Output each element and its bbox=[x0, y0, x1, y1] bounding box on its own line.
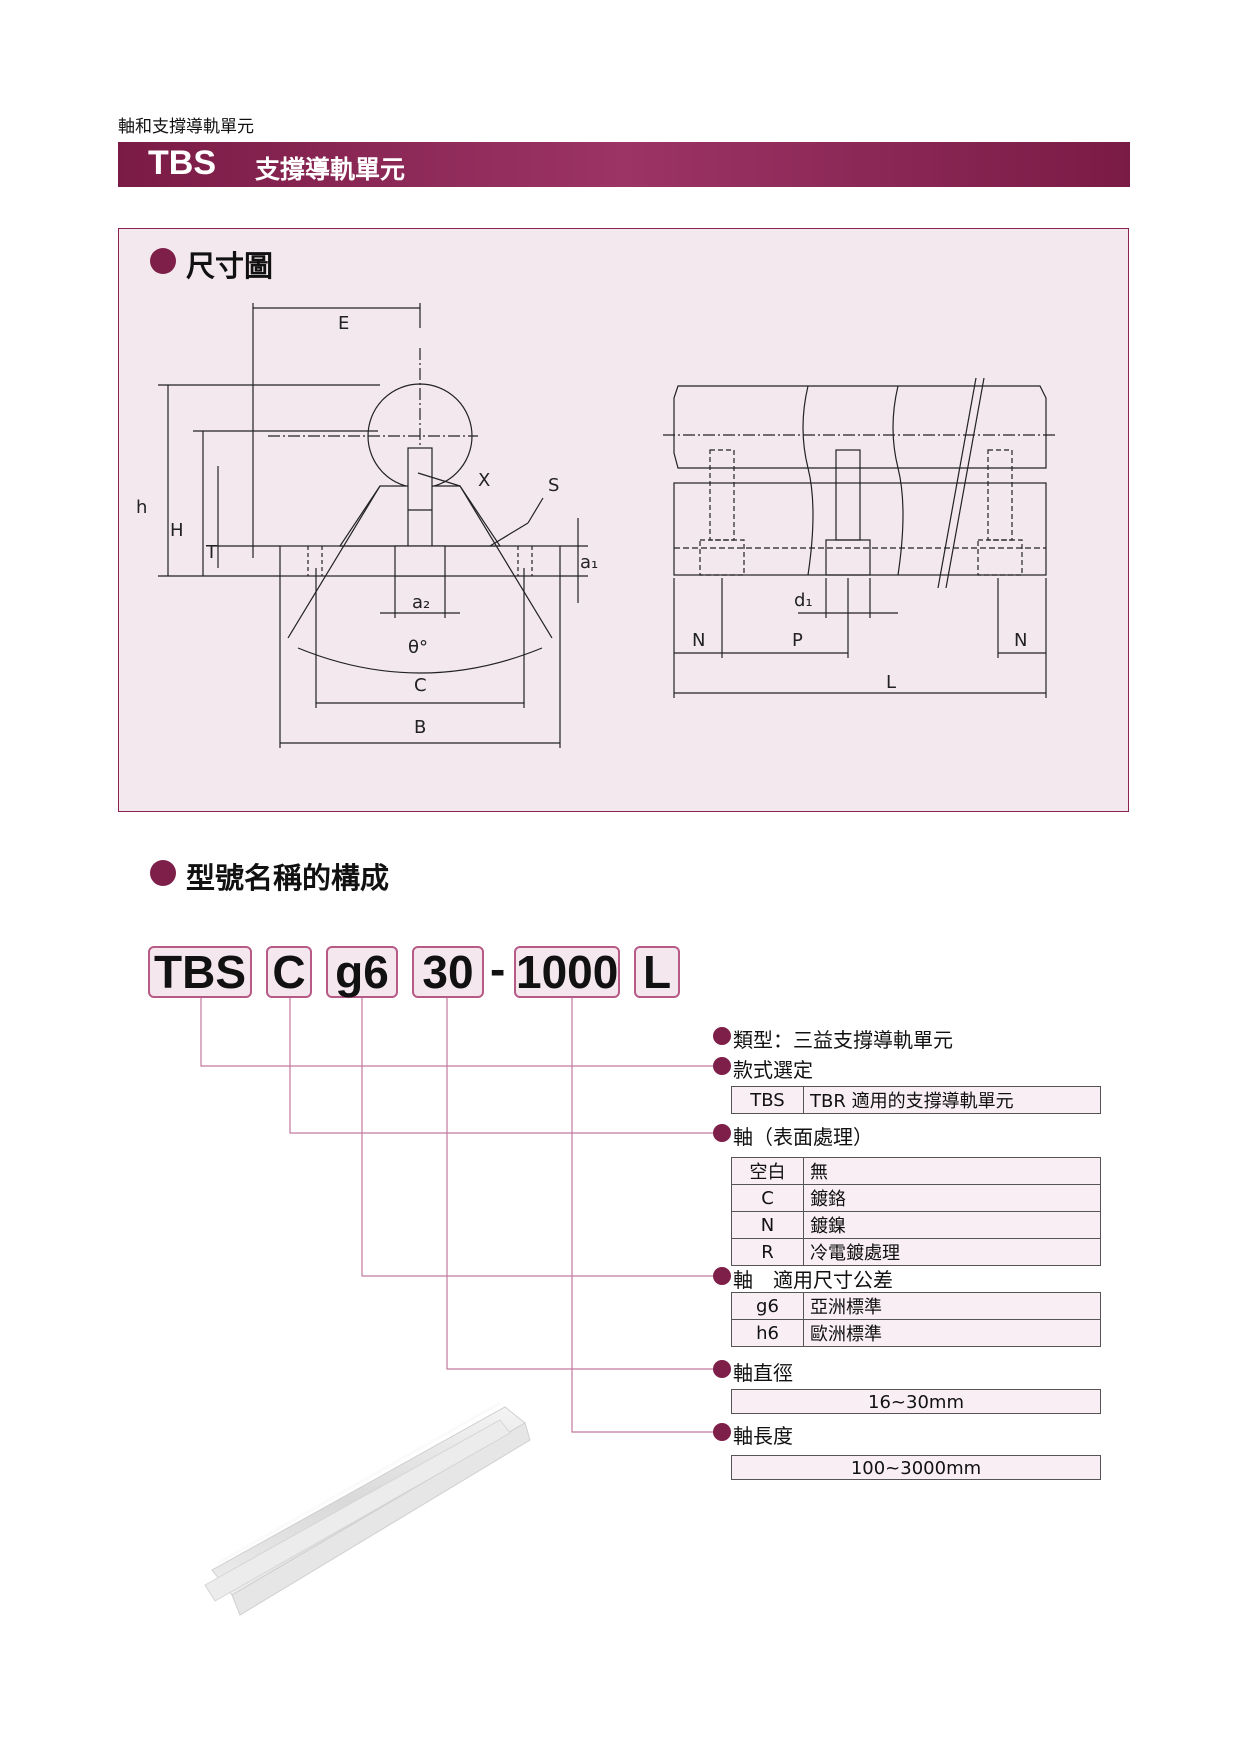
dim-label-a1: a₁ bbox=[580, 552, 598, 573]
dimension-drawing: E X S h H T a₁ a₂ θ° C B d₁ N P N L bbox=[136, 303, 1058, 748]
surface-value: 無 bbox=[803, 1157, 1101, 1185]
diameter-range: 16~30mm bbox=[731, 1389, 1101, 1414]
style-value: TBR 適用的支撐導軌單元 bbox=[803, 1086, 1101, 1114]
surface-key: C bbox=[731, 1184, 804, 1212]
option-style-label: 款式選定 bbox=[733, 1058, 813, 1082]
table-row: TBS TBR 適用的支撐導軌單元 bbox=[731, 1086, 1101, 1114]
tolerance-key: h6 bbox=[731, 1319, 804, 1347]
breadcrumb: 軸和支撐導軌單元 bbox=[118, 117, 254, 137]
dim-label-N-left: N bbox=[692, 630, 705, 651]
dim-label-T: T bbox=[205, 542, 218, 563]
surface-key: 空白 bbox=[731, 1157, 804, 1185]
dim-label-theta: θ° bbox=[408, 637, 428, 658]
code-part-tolerance: g6 bbox=[326, 946, 398, 998]
style-table: TBS TBR 適用的支撐導軌單元 bbox=[731, 1086, 1101, 1114]
code-part-option: L bbox=[634, 946, 680, 998]
option-length-label: 軸長度 bbox=[733, 1424, 793, 1448]
surface-value: 冷電鍍處理 bbox=[803, 1238, 1101, 1266]
bullet-icon bbox=[713, 1423, 731, 1441]
bullet-icon bbox=[713, 1124, 731, 1142]
dim-label-h: h bbox=[136, 497, 147, 518]
option-diameter-label: 軸直徑 bbox=[733, 1361, 793, 1385]
dim-label-d1: d₁ bbox=[794, 590, 813, 611]
tolerance-value: 亞洲標準 bbox=[803, 1292, 1101, 1320]
surface-value: 鍍鎳 bbox=[803, 1211, 1101, 1239]
dim-label-S: S bbox=[548, 475, 559, 496]
bullet-icon bbox=[713, 1360, 731, 1378]
code-part-diameter: 30 bbox=[412, 946, 484, 998]
dim-label-N-right: N bbox=[1014, 630, 1027, 651]
dim-label-P: P bbox=[792, 630, 803, 651]
section-title-model-code: 型號名稱的構成 bbox=[186, 861, 390, 895]
dim-label-a2: a₂ bbox=[412, 592, 430, 613]
product-rail-image bbox=[204, 1401, 531, 1616]
code-part-length: 1000 bbox=[514, 946, 620, 998]
code-separator: - bbox=[490, 943, 506, 995]
dim-label-H: H bbox=[170, 520, 184, 541]
title-bar bbox=[118, 142, 1130, 187]
side-view bbox=[663, 377, 1058, 698]
surface-key: R bbox=[731, 1238, 804, 1266]
dim-label-X: X bbox=[478, 470, 490, 491]
bullet-icon bbox=[713, 1267, 731, 1285]
tolerance-key: g6 bbox=[731, 1292, 804, 1320]
bullet-icon bbox=[150, 248, 176, 274]
bullet-icon bbox=[713, 1057, 731, 1075]
dim-label-C: C bbox=[414, 675, 427, 696]
bullet-icon bbox=[150, 860, 176, 886]
length-range: 100~3000mm bbox=[731, 1455, 1101, 1480]
cross-section-view bbox=[158, 303, 588, 748]
dim-label-B: B bbox=[414, 717, 426, 738]
surface-value: 鍍鉻 bbox=[803, 1184, 1101, 1212]
dim-label-E: E bbox=[338, 313, 349, 334]
bullet-icon bbox=[713, 1027, 731, 1045]
code-part-type: TBS bbox=[148, 946, 252, 998]
option-surface-label: 軸（表面處理） bbox=[733, 1125, 873, 1149]
option-tolerance-label: 軸 適用尺寸公差 bbox=[733, 1268, 893, 1292]
table-row: 空白無 bbox=[731, 1157, 1101, 1185]
product-code: TBS bbox=[148, 144, 216, 182]
option-type-label: 類型：三益支撐導軌單元 bbox=[733, 1028, 953, 1052]
section-title-dimensions: 尺寸圖 bbox=[186, 249, 274, 283]
dim-label-L: L bbox=[886, 672, 896, 693]
tolerance-value: 歐洲標準 bbox=[803, 1319, 1101, 1347]
product-name: 支撐導軌單元 bbox=[255, 155, 406, 184]
surface-key: N bbox=[731, 1211, 804, 1239]
style-key: TBS bbox=[731, 1086, 804, 1114]
code-part-surface: C bbox=[266, 946, 312, 998]
